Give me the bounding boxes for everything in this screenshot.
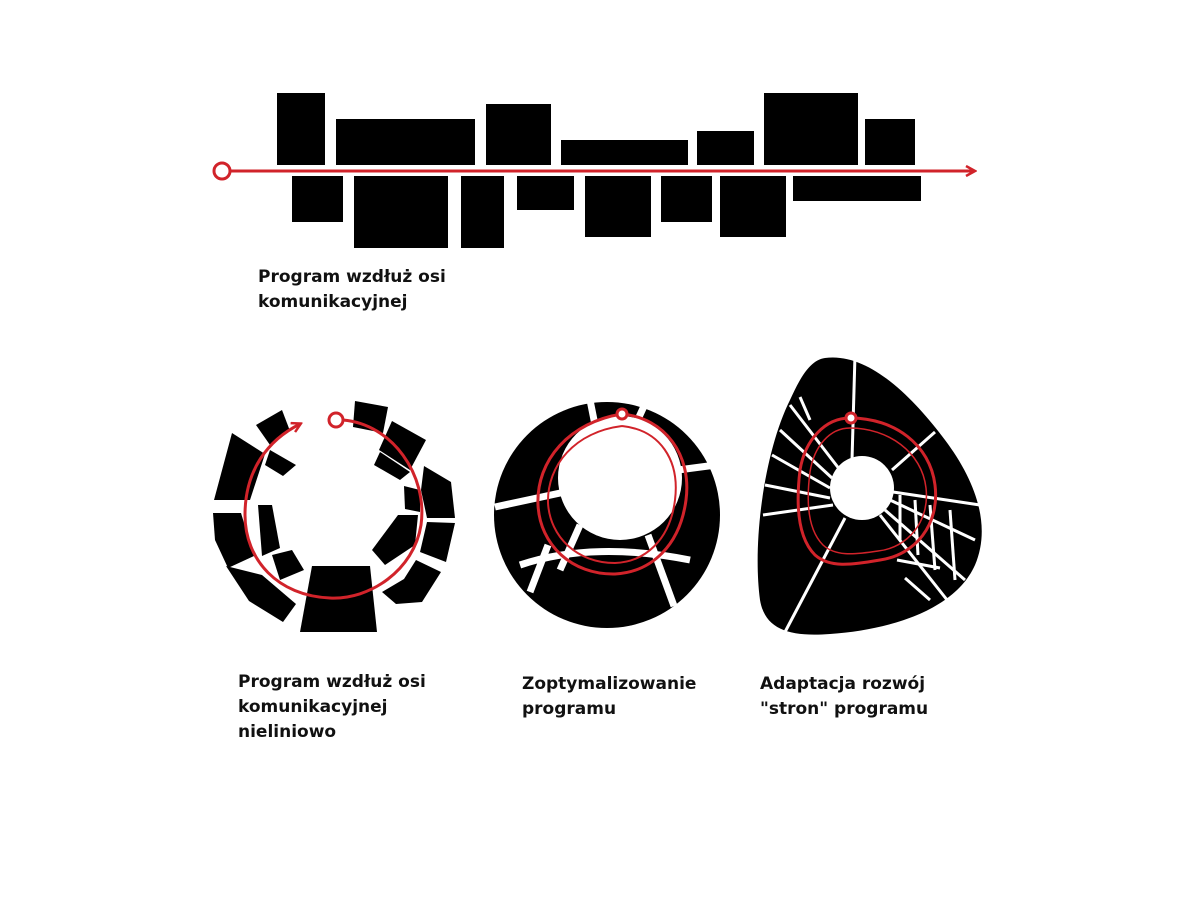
program-block (661, 176, 712, 222)
ring-segment (421, 466, 455, 518)
caption-line: Program wzdłuż osi (258, 267, 446, 287)
adaptive-shape-diagram (757, 354, 982, 635)
program-block (461, 176, 504, 248)
optimized-ring-diagram (494, 399, 720, 628)
program-block (720, 176, 786, 237)
program-block (292, 176, 343, 222)
circulation-loop-inner (807, 427, 928, 555)
caption-line: Zoptymalizowanie (522, 674, 697, 694)
circulation-loop (796, 416, 938, 566)
ring-segment (258, 505, 280, 556)
linear-program-diagram (212, 93, 974, 248)
ring-segment (265, 450, 296, 476)
ring-segment (213, 513, 254, 568)
inner-void (830, 456, 894, 520)
program-block (336, 119, 475, 165)
caption-line: Program wzdłuż osi (238, 672, 426, 692)
ring-segment (382, 560, 441, 604)
blocks-below-axis (292, 176, 921, 248)
program-block (793, 176, 921, 201)
ring-segment (226, 566, 296, 622)
caption-line: Adaptacja rozwój (760, 674, 926, 694)
program-block (585, 176, 651, 237)
program-block (865, 119, 915, 165)
caption-adaptation-program: Adaptacja rozwój "stron" programu (760, 672, 928, 718)
ring-segment (404, 486, 420, 512)
caption-linear-program: Program wzdłuż osi komunikacyjnej (258, 265, 446, 315)
program-block (517, 176, 574, 210)
ring-segment (374, 452, 410, 480)
circulation-loop (536, 412, 689, 576)
loop-marker (844, 411, 858, 425)
caption-line: komunikacyjnej (258, 292, 408, 312)
loop-marker (615, 407, 629, 421)
ring-segment (214, 433, 265, 500)
ring-segment (420, 522, 455, 562)
caption-nonlinear-program: Program wzdłuż osi komunikacyjnej nielin… (238, 670, 426, 745)
caption-line: "stron" programu (760, 699, 929, 718)
caption-line: komunikacyjnej (238, 697, 388, 717)
ring-segment (379, 421, 426, 470)
segment-gaps (762, 354, 981, 633)
path-start-marker (327, 411, 345, 429)
caption-line: programu (522, 699, 617, 718)
inner-void (558, 416, 682, 540)
axis-start-marker (212, 161, 232, 181)
program-block (561, 140, 688, 165)
program-block (486, 104, 551, 165)
circulation-path (243, 418, 424, 600)
caption-line: nieliniowo (238, 722, 337, 742)
nonlinear-ring-diagram (213, 401, 455, 632)
program-block (697, 131, 754, 165)
blocks-above-axis (277, 93, 915, 165)
ring-segment (372, 515, 418, 565)
program-block (277, 93, 325, 165)
caption-optimized-program: Zoptymalizowanie programu (522, 672, 696, 718)
program-block (764, 93, 858, 165)
program-block (354, 176, 448, 248)
circulation-loop-inner (546, 425, 677, 565)
ring-segment (256, 410, 290, 445)
ring-segment (272, 550, 304, 580)
